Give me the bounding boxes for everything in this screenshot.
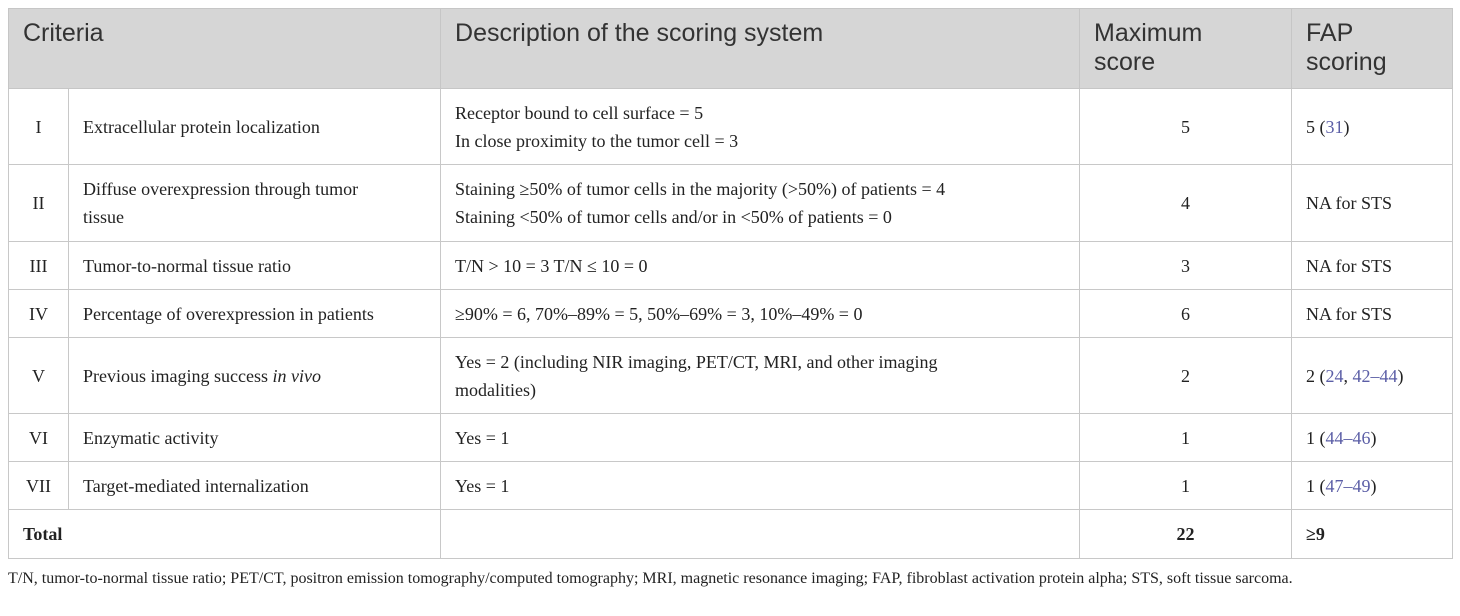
max-score-cell: 2 <box>1079 337 1293 414</box>
table-row: I Extracellular protein localization Rec… <box>8 88 1454 165</box>
row-number: VII <box>8 461 69 510</box>
fap-score-cell: 1 (47–49) <box>1291 461 1454 510</box>
table-row: V Previous imaging success in vivo Yes =… <box>8 337 1454 414</box>
criterion-cell: Tumor-to-normal tissue ratio <box>67 241 442 290</box>
max-score-cell: 1 <box>1079 461 1293 510</box>
header-description: Description of the scoring system <box>440 8 1081 89</box>
fap-score-cell: NA for STS <box>1291 289 1454 338</box>
table-row: VI Enzymatic activity Yes = 1 1 1 (44–46… <box>8 413 1454 462</box>
criterion-cell: Extracellular protein localization <box>67 88 442 165</box>
row-number: VI <box>8 413 69 462</box>
row-number: V <box>8 337 69 414</box>
max-score-cell: 3 <box>1079 241 1293 290</box>
description-cell: Staining ≥50% of tumor cells in the majo… <box>440 164 1081 242</box>
criterion-cell: Enzymatic activity <box>67 413 442 462</box>
row-number: I <box>8 88 69 165</box>
description-cell: Yes = 1 <box>440 461 1081 510</box>
row-number: IV <box>8 289 69 338</box>
table-row: VII Target-mediated internalization Yes … <box>8 461 1454 510</box>
reference-link[interactable]: 44–46 <box>1325 427 1371 448</box>
reference-link[interactable]: 31 <box>1325 116 1344 137</box>
criterion-cell: Previous imaging success in vivo <box>67 337 442 414</box>
description-cell: ≥90% = 6, 70%–89% = 5, 50%–69% = 3, 10%–… <box>440 289 1081 338</box>
total-description-empty <box>440 509 1081 559</box>
fap-score-cell: 1 (44–46) <box>1291 413 1454 462</box>
max-score-cell: 5 <box>1079 88 1293 165</box>
reference-link[interactable]: 47–49 <box>1325 475 1371 496</box>
max-score-cell: 1 <box>1079 413 1293 462</box>
total-label: Total <box>7 509 442 559</box>
table-row: IV Percentage of overexpression in patie… <box>8 289 1454 338</box>
row-number: III <box>8 241 69 290</box>
table-header-row: Criteria Description of the scoring syst… <box>7 8 1454 89</box>
total-max-score: 22 <box>1079 509 1293 559</box>
scoring-criteria-table: Criteria Description of the scoring syst… <box>7 8 1454 559</box>
description-cell: Yes = 2 (including NIR imaging, PET/CT, … <box>440 337 1081 414</box>
row-number: II <box>8 164 69 242</box>
reference-link[interactable]: 24 <box>1325 365 1344 386</box>
table-row: III Tumor-to-normal tissue ratio T/N > 1… <box>8 241 1454 290</box>
table-footnote: T/N, tumor-to-normal tissue ratio; PET/C… <box>8 570 1293 587</box>
fap-score-cell: NA for STS <box>1291 164 1454 242</box>
reference-link[interactable]: 42–44 <box>1352 365 1398 386</box>
scoring-table-container: Criteria Description of the scoring syst… <box>7 8 1454 559</box>
fap-score-cell: 5 (31) <box>1291 88 1454 165</box>
criterion-cell: Target-mediated internalization <box>67 461 442 510</box>
description-cell: T/N > 10 = 3 T/N ≤ 10 = 0 <box>440 241 1081 290</box>
max-score-cell: 4 <box>1079 164 1293 242</box>
fap-score-cell: NA for STS <box>1291 241 1454 290</box>
total-fap-score: ≥9 <box>1291 509 1454 559</box>
header-criteria: Criteria <box>7 8 442 89</box>
max-score-cell: 6 <box>1079 289 1293 338</box>
criterion-cell: Percentage of overexpression in patients <box>67 289 442 338</box>
description-cell: Yes = 1 <box>440 413 1081 462</box>
total-row: Total 22 ≥9 <box>7 509 1454 559</box>
fap-score-cell: 2 (24, 42–44) <box>1291 337 1454 414</box>
